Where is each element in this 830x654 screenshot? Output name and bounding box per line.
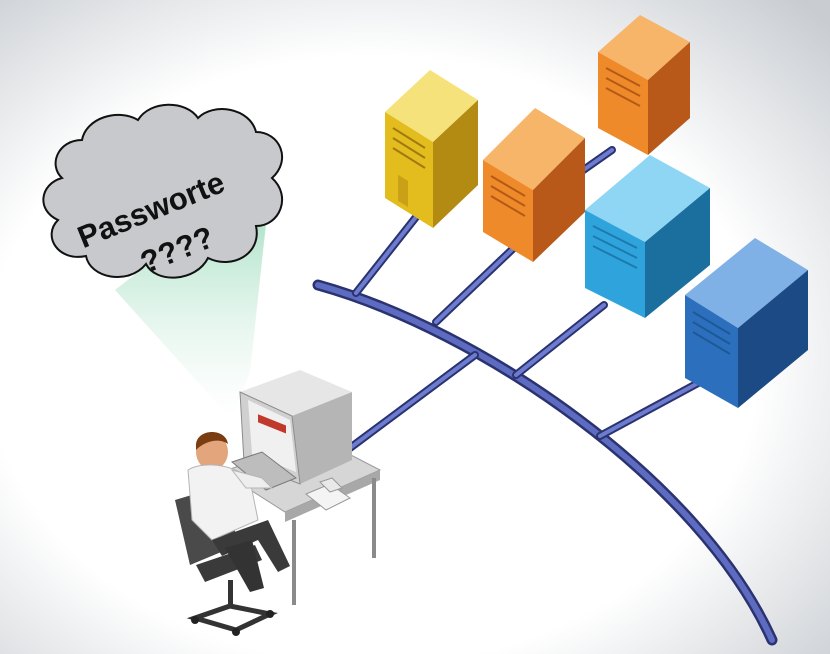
thought-bubble: Passworte ???? [42,103,283,280]
desk-papers [305,477,351,511]
server-yellow-icon [385,70,478,228]
network-cables [312,146,778,646]
server-orange-back-icon [598,15,690,155]
server-cyan-icon [585,155,710,318]
server-blue-icon [685,238,808,408]
server-orange-icon [483,108,585,262]
cloud-thought-bubble-icon [42,103,283,279]
user-figure-icon [187,432,290,592]
